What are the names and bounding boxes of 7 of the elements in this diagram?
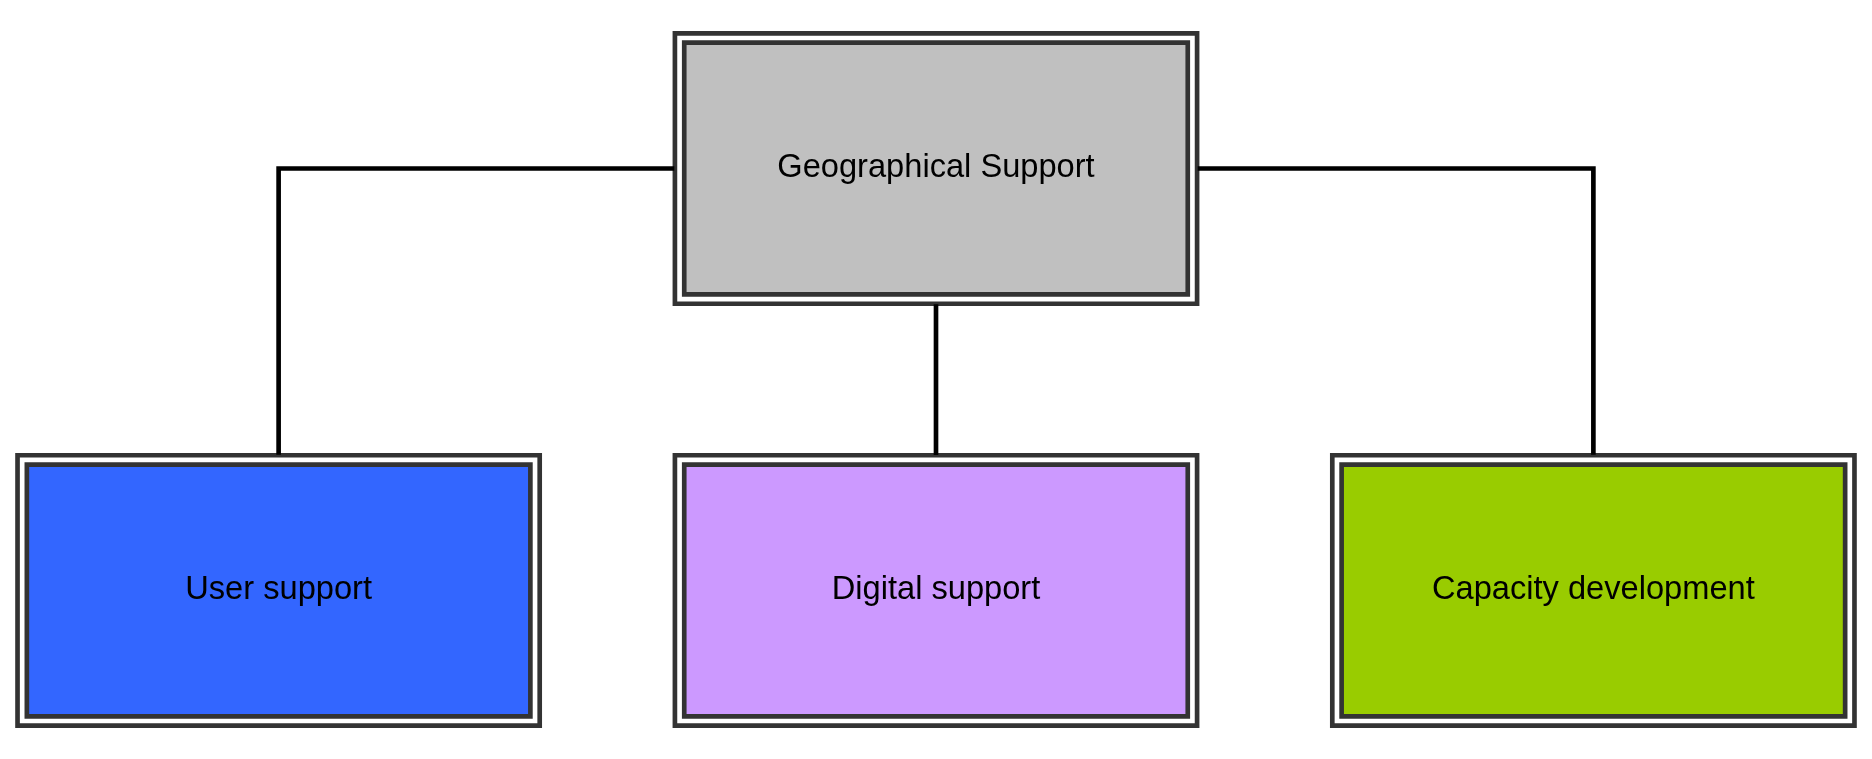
node-box: User support xyxy=(15,452,543,728)
node-box: Capacity development xyxy=(1329,452,1857,728)
connector xyxy=(933,304,939,455)
node-box: Geographical Support xyxy=(672,31,1200,307)
node-box: Digital support xyxy=(672,452,1200,728)
connector xyxy=(1197,166,1596,455)
connector xyxy=(276,166,675,455)
